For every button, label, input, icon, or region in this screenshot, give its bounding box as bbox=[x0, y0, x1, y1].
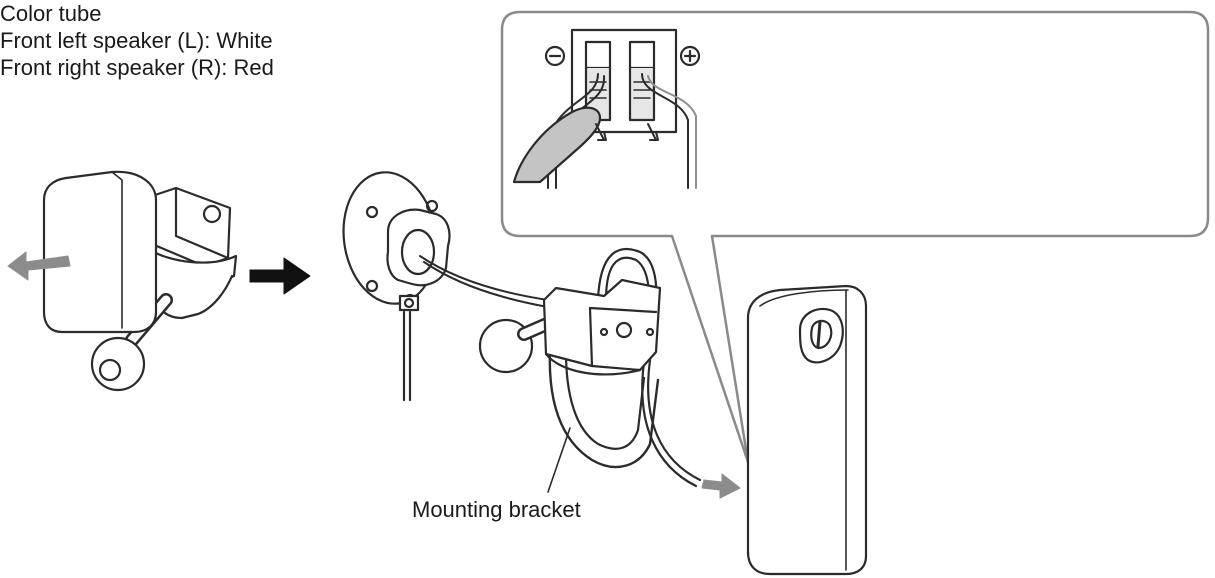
speaker-mount-with-cover bbox=[42, 170, 238, 392]
remove-cover-arrow bbox=[7, 251, 71, 281]
cable-insert-arrow bbox=[701, 473, 741, 499]
front-right-speaker-line: Front right speaker (R): Red bbox=[0, 55, 274, 80]
callout-text: Color tube Front left speaker (L): White… bbox=[0, 0, 1215, 81]
color-tube-title: Color tube bbox=[0, 1, 102, 26]
insert-arrow-right bbox=[647, 123, 659, 141]
mounting-bracket bbox=[542, 278, 662, 469]
front-left-speaker-line: Front left speaker (L): White bbox=[0, 28, 273, 53]
insert-arrow-left bbox=[595, 123, 607, 141]
step-arrow bbox=[249, 257, 311, 295]
wall-plate bbox=[342, 171, 451, 312]
callout-wire-right bbox=[641, 73, 689, 189]
callout-bubble bbox=[500, 10, 1210, 464]
bracket-pointer-line bbox=[547, 427, 571, 493]
finger-icon bbox=[512, 106, 602, 184]
minus-terminal-symbol bbox=[544, 45, 566, 67]
front-speaker bbox=[746, 284, 868, 576]
wall-wire bbox=[402, 310, 412, 402]
mounting-bracket-label: Mounting bracket bbox=[412, 497, 581, 522]
plus-terminal-symbol bbox=[679, 45, 701, 67]
